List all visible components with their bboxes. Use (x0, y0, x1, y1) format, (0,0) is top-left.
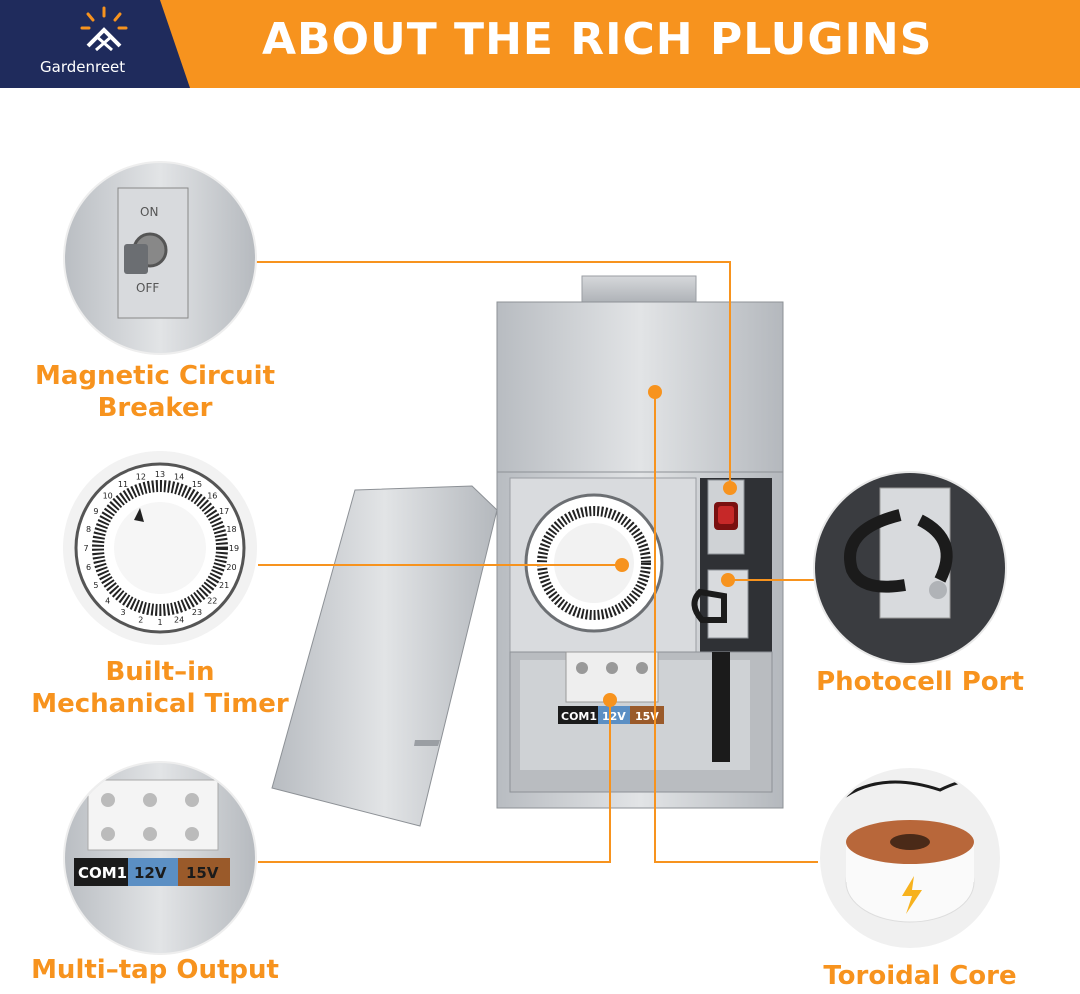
photocell-label: Photocell Port (816, 667, 1024, 697)
page-title: ABOUT THE RICH PLUGINS (262, 14, 933, 65)
timer-hour-number: 8 (86, 525, 91, 534)
box-terminal-block: COM1 12V 15V (558, 651, 730, 762)
callout-dots (603, 385, 737, 707)
breaker-label-line2: Breaker (97, 393, 213, 423)
timer-hour-number: 16 (207, 492, 217, 501)
logo-icon (80, 6, 128, 52)
timer-hour-number: 13 (155, 470, 165, 479)
timer-hour-number: 21 (219, 581, 229, 590)
switch-on-label: ON (140, 205, 158, 219)
box-timer-dial (524, 493, 664, 633)
breaker-closeup: ON OFF (63, 161, 257, 355)
timer-label-line2: Mechanical Timer (31, 689, 289, 719)
timer-hour-number: 24 (174, 615, 184, 624)
box-terminal-com1: COM1 (561, 710, 597, 723)
timer-hour-number: 10 (103, 492, 113, 501)
open-lid (271, 485, 498, 827)
callout-lines (255, 261, 818, 863)
photocell-closeup (813, 471, 1007, 665)
output-label: Multi–tap Output (31, 955, 279, 985)
timer-hour-number: 18 (226, 525, 236, 534)
timer-hour-number: 2 (138, 615, 143, 624)
timer-hour-number: 19 (229, 544, 239, 553)
timer-hour-number: 17 (219, 507, 229, 516)
lightning-icon (902, 876, 922, 914)
timer-hour-number: 5 (93, 581, 98, 590)
header-banner: Gardenreet ABOUT THE RICH PLUGINS (0, 0, 1080, 88)
timer-hour-number: 20 (226, 563, 236, 572)
switch-off-label: OFF (136, 281, 159, 295)
timer-hour-number: 3 (120, 608, 125, 617)
timer-hour-number: 11 (118, 480, 128, 489)
breaker-label: Magnetic Circuit Breaker (10, 360, 300, 424)
box-terminal-15v: 15V (635, 710, 659, 723)
timer-hour-number: 6 (86, 563, 91, 572)
timer-hour-number: 15 (192, 480, 202, 489)
brand-block: Gardenreet (0, 0, 190, 88)
timer-label: Built–in Mechanical Timer (10, 656, 310, 720)
brand-name: Gardenreet (40, 58, 126, 76)
timer-hour-number: 7 (83, 544, 88, 553)
output-closeup: COM1 12V 15V (63, 761, 257, 955)
breaker-label-line1: Magnetic Circuit (34, 361, 276, 391)
timer-hour-number: 9 (93, 507, 98, 516)
terminal-15v: 15V (186, 864, 219, 882)
terminal-12v: 12V (134, 864, 167, 882)
timer-hour-number: 14 (174, 473, 184, 482)
toroidal-core-closeup (820, 768, 1000, 948)
timer-label-line1: Built–in (105, 657, 215, 687)
timer-hour-number: 4 (105, 596, 110, 605)
box-terminal-12v: 12V (602, 710, 626, 723)
timer-hour-number: 23 (192, 608, 202, 617)
terminal-com1: COM1 (78, 864, 127, 882)
timer-hour-number: 22 (207, 596, 217, 605)
timer-hour-number: 12 (136, 473, 146, 482)
core-label: Toroidal Core (823, 961, 1017, 991)
timer-hour-number: 1 (157, 618, 162, 627)
